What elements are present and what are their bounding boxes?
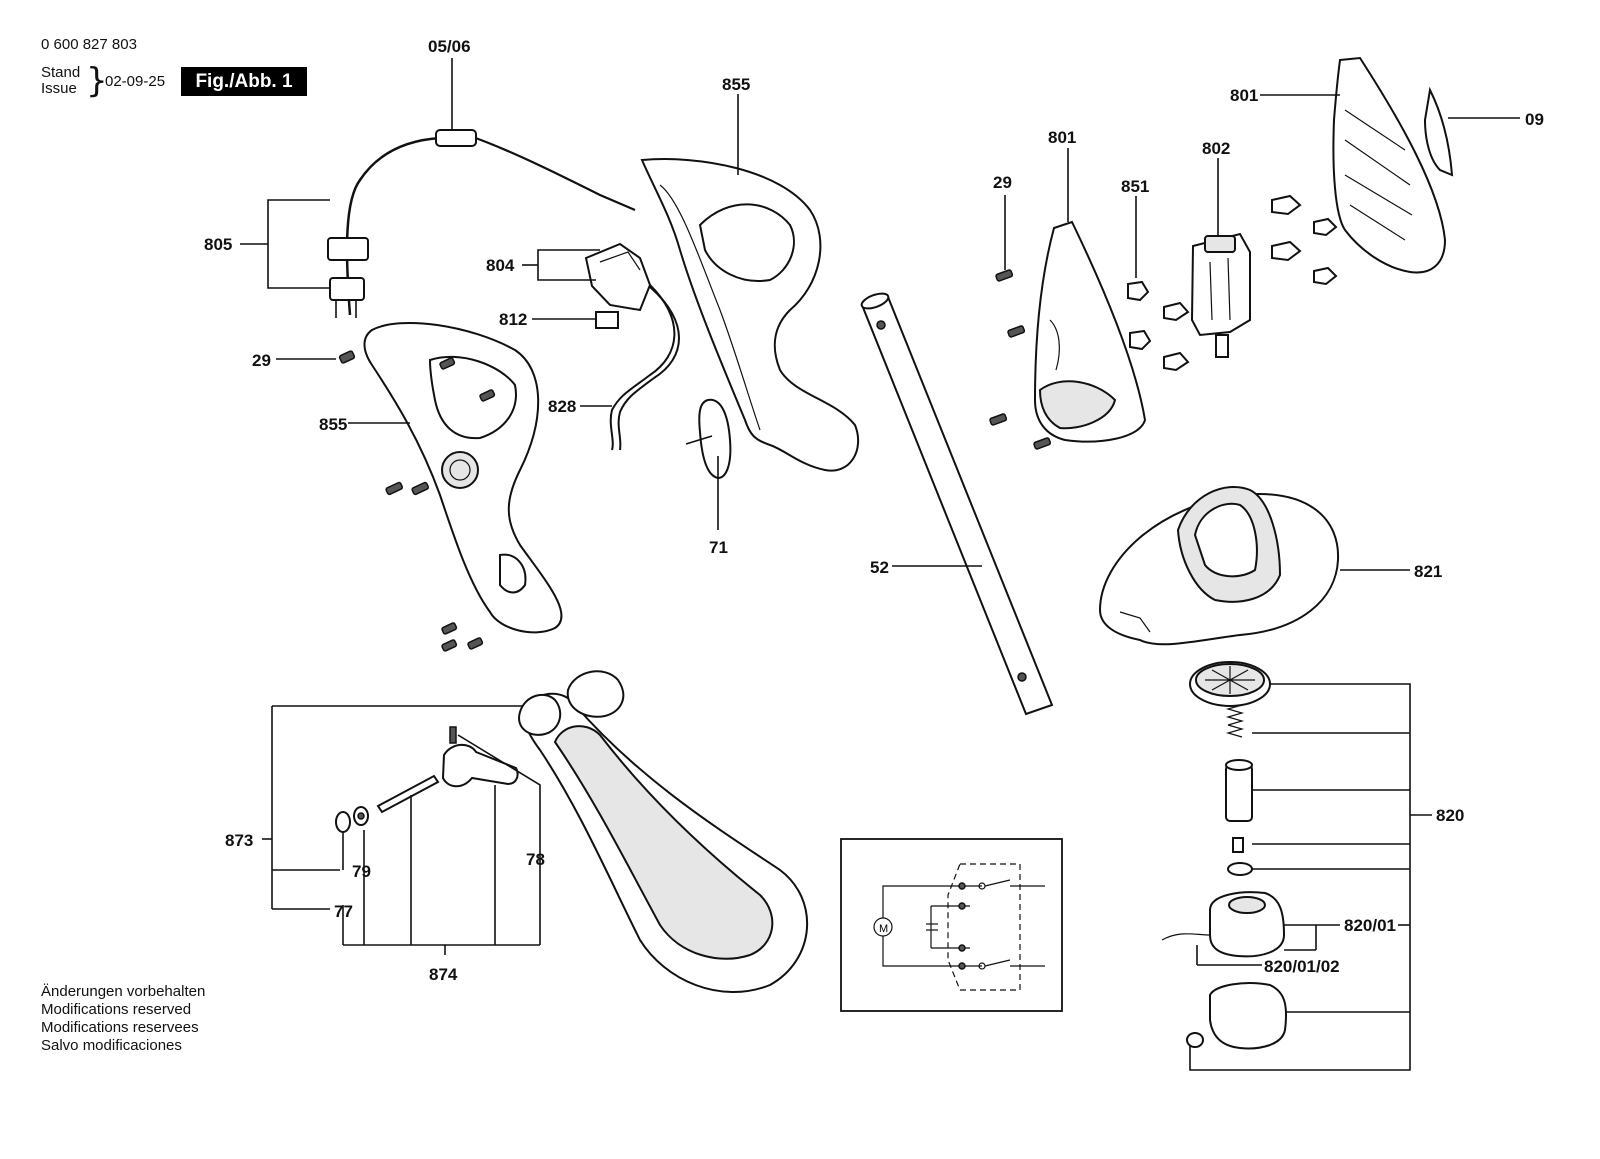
- motor: [1190, 158, 1338, 358]
- housing-half-left: [348, 321, 563, 634]
- note-line: Modifications reservees: [41, 1019, 199, 1036]
- label-handle-kit: 874: [429, 965, 458, 984]
- wire: [580, 284, 680, 451]
- auxiliary-handle: [518, 670, 809, 994]
- label-screw-right: 29: [993, 173, 1012, 192]
- label-cover-09: 09: [1525, 110, 1544, 129]
- guard: [1098, 485, 1410, 646]
- note-line: Salvo modificaciones: [41, 1037, 182, 1054]
- power-cable: [240, 58, 636, 318]
- tube: [860, 292, 1054, 716]
- modification-notes: Änderungen vorbehalten Modifications res…: [41, 983, 205, 1055]
- screws-left-housing: [385, 357, 496, 652]
- switch: [522, 242, 652, 329]
- note-line: Modifications reserved: [41, 1001, 192, 1018]
- figure-label: Fig./Abb. 1: [181, 67, 307, 96]
- spool-assembly: [1161, 661, 1432, 1071]
- label-spool-assembly: 820: [1436, 806, 1464, 825]
- label-housing-half-top: 855: [722, 75, 750, 94]
- label-motor: 802: [1202, 139, 1230, 158]
- clip: [685, 398, 732, 530]
- handle-assembly: [262, 705, 541, 955]
- label-tube: 52: [870, 558, 889, 577]
- issue-label: Issue: [41, 80, 77, 97]
- label-spool-line: 820/01/02: [1264, 957, 1340, 976]
- label-clip: 71: [709, 538, 728, 557]
- label-motor-housing: 801: [1230, 86, 1258, 105]
- label-plug: 805: [204, 235, 232, 254]
- issue-date: 02-09-25: [105, 73, 166, 90]
- label-washer-77: 77: [334, 902, 353, 921]
- motor-housing-right: [1260, 56, 1447, 274]
- nuts: [1127, 196, 1190, 372]
- svg-text:M: M: [879, 923, 888, 935]
- screw-left: [276, 350, 356, 364]
- label-motor-cover: 801: [1048, 128, 1076, 147]
- cover-09: [1423, 86, 1520, 177]
- motor-cover-middle: [1033, 148, 1147, 443]
- brace-symbol: }: [86, 61, 108, 101]
- wiring-schematic: M: [840, 838, 1063, 1012]
- label-pin-78: 78: [526, 850, 545, 869]
- label-nut: 851: [1121, 177, 1149, 196]
- stand-label: Stand: [41, 64, 81, 81]
- label-switch: 804: [486, 256, 515, 275]
- label-guard: 821: [1414, 562, 1442, 581]
- label-screw-left: 29: [252, 351, 271, 370]
- label-handle-assembly: 873: [225, 831, 253, 850]
- label-wire: 828: [548, 397, 576, 416]
- label-washer-79: 79: [352, 862, 371, 881]
- label-cable: 05/06: [428, 37, 471, 56]
- note-line: Änderungen vorbehalten: [41, 983, 206, 1000]
- housing-half-top: [640, 94, 860, 472]
- part-number: 0 600 827 803: [41, 36, 137, 53]
- label-switch-part: 812: [499, 310, 527, 329]
- label-spool: 820/01: [1344, 916, 1396, 935]
- label-housing-half-left: 855: [319, 415, 347, 434]
- screws-right: [989, 195, 1052, 450]
